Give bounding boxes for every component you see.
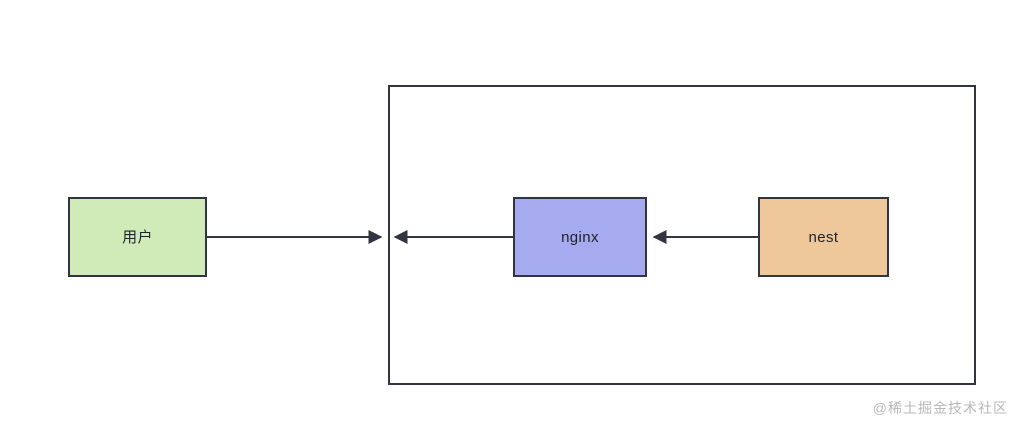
node-user-label: 用户 (122, 228, 153, 246)
container-boundary-rect[interactable] (388, 85, 976, 385)
watermark-text: @稀土掘金技术社区 (872, 400, 1008, 416)
node-nest[interactable]: nest (758, 197, 889, 277)
node-user[interactable]: 用户 (68, 197, 207, 277)
node-nest-label: nest (808, 228, 839, 246)
node-nginx[interactable]: nginx (513, 197, 647, 277)
node-nginx-label: nginx (561, 228, 599, 246)
